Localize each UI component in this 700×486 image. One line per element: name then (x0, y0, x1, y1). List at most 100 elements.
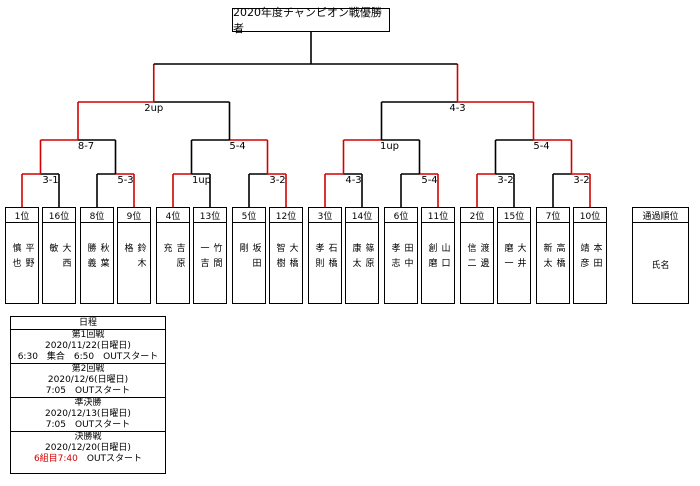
player-name: 康太篠原 (346, 223, 378, 273)
final-tee-time: 6組目7:40 (33, 454, 78, 464)
player-rank: 9位 (118, 208, 150, 223)
player-rank: 11位 (422, 208, 454, 223)
round1-score: 4-3 (345, 175, 362, 186)
player-surname: 坂田 (250, 243, 261, 273)
schedule-header: 日程 (11, 317, 165, 330)
schedule-round-3: 準決勝 2020/12/13(日曜日) 7:05 OUTスタート (11, 398, 165, 432)
round-date: 2020/12/20(日曜日) (45, 443, 131, 453)
round-detail: 7:05 OUTスタート (45, 420, 131, 430)
round3-score: 2up (144, 103, 164, 114)
player-given-name: 充 (161, 243, 172, 258)
round1-score: 5-4 (421, 175, 438, 186)
player-surname: 渡邊 (478, 243, 489, 273)
player-name: 慎也平野 (6, 223, 38, 273)
player-rank: 12位 (270, 208, 302, 223)
player-rank: 8位 (81, 208, 113, 223)
player-given-name: 智樹 (274, 243, 285, 273)
player-box: 6位孝志田中 (384, 207, 418, 304)
player-surname: 大橋 (287, 243, 298, 273)
round2-score: 5-4 (229, 141, 246, 152)
schedule-table: 日程 第1回戦 2020/11/22(日曜日) 6:30 集合 6:50 OUT… (10, 316, 166, 474)
round3-score: 4-3 (449, 103, 466, 114)
round2-score: 1up (379, 141, 400, 152)
round1-score: 3-2 (497, 175, 514, 186)
bracket-title: 2020年度チャンピオン戦優勝者 (232, 6, 390, 35)
player-rank: 14位 (346, 208, 378, 223)
player-rank: 6位 (385, 208, 417, 223)
player-rank: 15位 (498, 208, 530, 223)
player-surname: 大井 (515, 243, 526, 273)
round-date: 2020/12/6(日曜日) (47, 375, 129, 385)
player-box: 3位孝則石橋 (308, 207, 342, 304)
player-rank: 16位 (43, 208, 75, 223)
schedule-round-4: 決勝戦 2020/12/20(日曜日) 6組目7:40 OUTスタート (11, 432, 165, 465)
player-box: 11位創磨山口 (421, 207, 455, 304)
player-surname: 吉原 (174, 243, 185, 273)
player-name: 敏大西 (43, 223, 75, 273)
player-given-name: 一吉 (198, 243, 209, 273)
schedule-round-2: 第2回戦 2020/12/6(日曜日) 7:05 OUTスタート (11, 364, 165, 398)
schedule-round-1: 第1回戦 2020/11/22(日曜日) 6:30 集合 6:50 OUTスター… (11, 330, 165, 364)
round2-score: 8-7 (77, 141, 95, 152)
player-given-name: 磨一 (502, 243, 513, 273)
player-name: 充吉原 (157, 223, 189, 273)
player-surname: 篠原 (363, 243, 374, 273)
player-name: 信二渡邊 (461, 223, 493, 273)
player-rank: 7位 (537, 208, 569, 223)
player-surname: 本田 (591, 243, 602, 273)
player-given-name: 孝志 (389, 243, 400, 273)
player-surname: 秋葉 (98, 243, 109, 273)
player-surname: 田中 (402, 243, 413, 273)
player-surname: 大西 (60, 243, 71, 273)
player-given-name: 康太 (350, 243, 361, 273)
player-given-name: 剛 (237, 243, 248, 258)
player-box: 16位敏大西 (42, 207, 76, 304)
round2-score: 5-4 (533, 141, 550, 152)
player-surname: 鈴木 (135, 243, 146, 273)
player-given-name: 新太 (541, 243, 552, 273)
round1-score: 3-2 (269, 175, 286, 186)
player-given-name: 靖彦 (578, 243, 589, 273)
legend-rank-label: 通過順位 (633, 208, 688, 223)
round1-score: 1up (191, 175, 212, 186)
round-name: 第1回戦 (71, 330, 105, 340)
player-name: 孝志田中 (385, 223, 417, 273)
player-rank: 4位 (157, 208, 189, 223)
player-given-name: 創磨 (426, 243, 437, 273)
player-name: 一吉竹間 (194, 223, 226, 273)
player-rank: 13位 (194, 208, 226, 223)
player-given-name: 敏 (47, 243, 58, 258)
player-name: 磨一大井 (498, 223, 530, 273)
player-name: 新太高橋 (537, 223, 569, 273)
player-name: 創磨山口 (422, 223, 454, 273)
player-box: 1位慎也平野 (5, 207, 39, 304)
player-box: 5位剛坂田 (232, 207, 266, 304)
player-box: 15位磨一大井 (497, 207, 531, 304)
player-given-name: 信二 (465, 243, 476, 273)
round1-score: 3-2 (573, 175, 590, 186)
player-name: 靖彦本田 (574, 223, 606, 273)
round-date: 2020/12/13(日曜日) (45, 409, 131, 419)
player-name: 勝義秋葉 (81, 223, 113, 273)
player-given-name: 格 (122, 243, 133, 258)
round-name: 決勝戦 (74, 432, 102, 442)
final-detail-text: OUTスタート (77, 454, 143, 464)
player-given-name: 勝義 (85, 243, 96, 273)
player-rank: 5位 (233, 208, 265, 223)
player-given-name: 孝則 (313, 243, 324, 273)
player-rank: 3位 (309, 208, 341, 223)
tournament-bracket (21, 32, 591, 207)
player-box: 2位信二渡邊 (460, 207, 494, 304)
player-box: 4位充吉原 (156, 207, 190, 304)
round-detail: 7:05 OUTスタート (45, 386, 131, 396)
player-rank: 1位 (6, 208, 38, 223)
round1-score: 3-1 (42, 175, 59, 186)
player-surname: 石橋 (326, 243, 337, 273)
player-surname: 高橋 (554, 243, 565, 273)
player-name: 格鈴木 (118, 223, 150, 273)
player-given-name: 慎也 (10, 243, 21, 273)
player-rank: 10位 (574, 208, 606, 223)
round-date: 2020/11/22(日曜日) (45, 341, 131, 351)
player-box: 10位靖彦本田 (573, 207, 607, 304)
player-surname: 竹間 (211, 243, 222, 273)
